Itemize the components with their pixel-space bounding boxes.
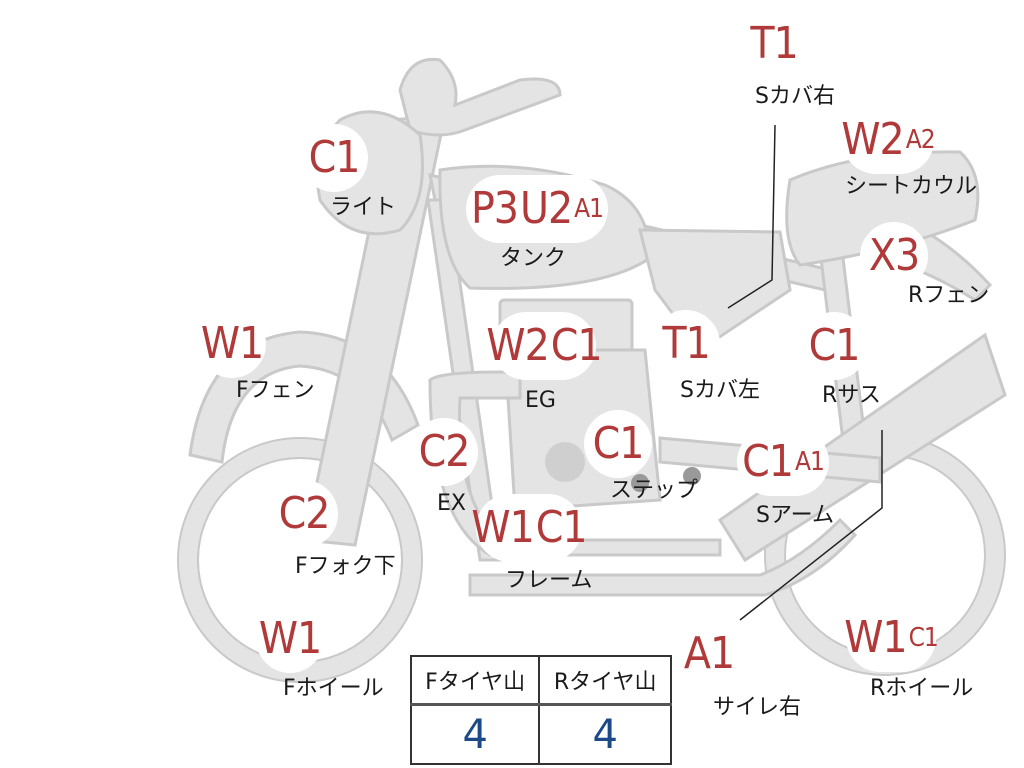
code-rwheel: W1	[844, 612, 907, 663]
badge-sarm: C1 A1	[737, 428, 829, 496]
code-tank-2: U2	[520, 183, 573, 234]
tire-table-value-rear: 4	[538, 703, 672, 765]
code-ex: C2	[418, 426, 471, 477]
badge-ffender: W1	[198, 310, 266, 378]
code-rsus: C1	[808, 320, 861, 371]
code-scover-left: T1	[662, 318, 710, 369]
engine-cover	[545, 442, 585, 482]
label-rsus: Rサス	[822, 383, 881, 408]
label-ex: EX	[437, 491, 466, 516]
code-seatcowl: W2	[841, 114, 904, 165]
step-peg-2	[683, 467, 701, 485]
label-rfender: Rフェン	[908, 283, 990, 308]
badge-tank: P3 U2 A1	[466, 175, 608, 243]
code-seatcowl-sub: A2	[905, 125, 936, 155]
label-eg: EG	[525, 388, 556, 413]
code-sarm: C1	[742, 436, 794, 487]
code-step: C1	[592, 418, 645, 469]
code-fwheel: W1	[258, 613, 322, 664]
code-muffler-right: A1	[683, 628, 735, 679]
tire-table-header-rear: Rタイヤ山	[538, 655, 672, 706]
leader-muffler-right	[739, 430, 883, 621]
label-scover-left: Sカバ左	[680, 378, 760, 403]
code-light: C1	[308, 132, 361, 183]
label-step: ステップ	[610, 478, 699, 503]
label-tank: タンク	[500, 246, 567, 271]
label-seatcowl: シートカウル	[845, 174, 978, 199]
code-tank-1: P3	[470, 183, 519, 234]
badge-eg: W2 C1	[486, 312, 603, 380]
code-ffork: C2	[278, 488, 331, 539]
label-fwheel: Fホイール	[283, 676, 384, 701]
code-rwheel-sub: C1	[908, 623, 939, 653]
muffler	[717, 332, 1007, 563]
label-light: ライト	[330, 195, 397, 220]
badge-scover-right: T1	[740, 10, 808, 78]
badge-seatcowl: W2 A2	[841, 106, 936, 174]
handlebar	[398, 57, 562, 137]
badge-step: C1	[584, 410, 652, 478]
badge-frame: W1 C1	[471, 494, 588, 562]
code-ffender: W1	[200, 318, 264, 369]
label-frame: フレーム	[505, 568, 593, 593]
code-rfender: X3	[868, 230, 920, 281]
label-ffender: Fフェン	[236, 378, 315, 403]
code-frame-2: C1	[535, 502, 588, 553]
tire-table-header-front: Fタイヤ山	[409, 655, 541, 706]
tire-table-header-row: Fタイヤ山 Rタイヤ山	[409, 655, 672, 706]
tire-table-value-row: 4 4	[409, 703, 672, 765]
code-frame-1: W1	[471, 502, 534, 553]
code-sarm-sub: A1	[794, 447, 825, 477]
label-ffork: Fフォク下	[295, 554, 396, 579]
label-muffler-right: サイレ右	[713, 695, 802, 720]
tire-tread-table: Fタイヤ山 Rタイヤ山 4 4	[409, 655, 672, 765]
badge-scover-left: T1	[652, 310, 720, 378]
code-scover-right: T1	[750, 18, 798, 69]
badge-ex: C2	[410, 418, 478, 486]
leader-scover-right	[727, 124, 776, 309]
label-scover-right: Sカバ右	[755, 84, 835, 109]
badge-rsus: C1	[800, 312, 868, 380]
badge-fwheel: W1	[256, 605, 324, 673]
frame-bottom	[468, 517, 858, 597]
code-tank-sub: A1	[574, 194, 604, 224]
tire-table-value-front: 4	[409, 703, 541, 765]
badge-muffler-right: A1	[675, 620, 743, 688]
badge-rwheel: W1 C1	[844, 604, 939, 672]
code-eg-1: W2	[486, 320, 549, 371]
badge-light: C1	[300, 124, 368, 192]
step-peg-1	[631, 474, 649, 492]
code-eg-2: C1	[550, 320, 603, 371]
label-sarm: Sアーム	[756, 503, 834, 528]
badge-rfender: X3	[860, 222, 928, 290]
label-rwheel: Rホイール	[870, 676, 974, 701]
badge-ffork: C2	[270, 480, 338, 548]
